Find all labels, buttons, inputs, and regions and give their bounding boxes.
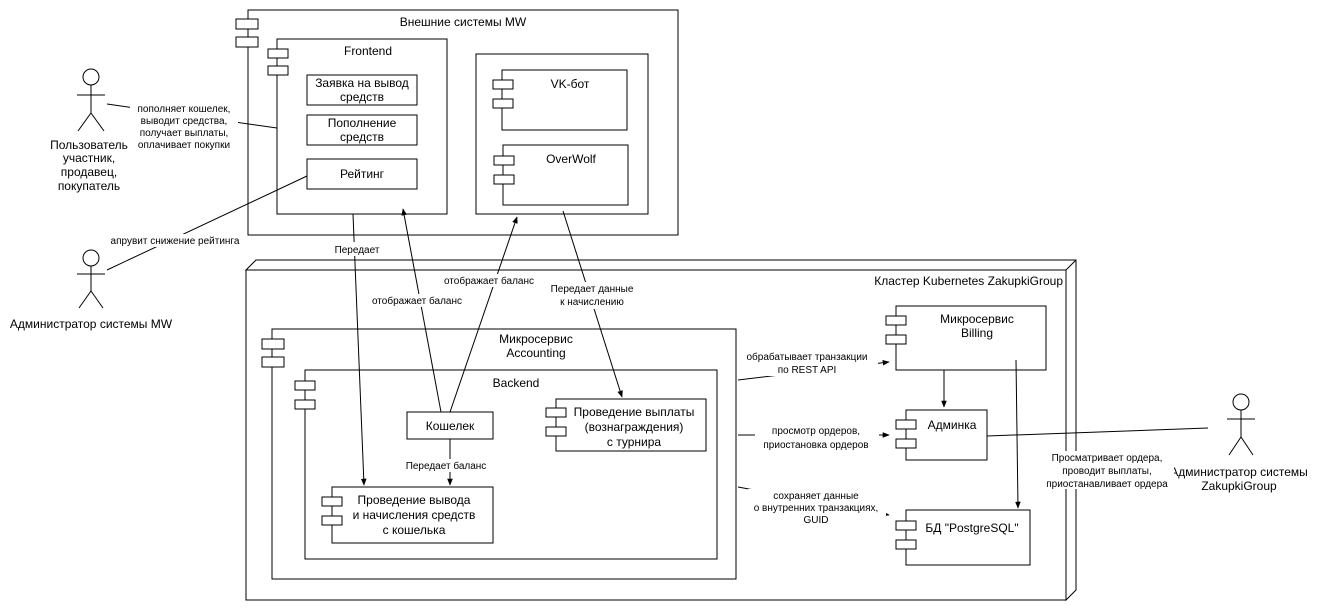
withdrawal-line-2: и начисления средств: [353, 508, 476, 522]
actor-user-line-3: продавец,: [61, 165, 117, 179]
db-note-line-3: GUID: [804, 515, 829, 526]
actor-admin-zg-line-1: Администратор системы: [1170, 465, 1308, 479]
withdraw-request-line-2: средств: [340, 90, 384, 104]
transfers-accrual-line-1: Передает данные: [551, 284, 634, 295]
orders-note-line-1: просмотр ордеров,: [772, 426, 860, 437]
actor-user-line-1: Пользователь: [50, 138, 128, 152]
admin-mw-note: апрувит снижение рейтинга: [111, 236, 240, 247]
rating-label: Рейтинг: [340, 167, 385, 181]
withdrawal-line-1: Проведение вывода: [358, 493, 471, 507]
actor-user: Пользователь участник, продавец, покупат…: [50, 68, 128, 193]
topup-box: Пополнение средств: [306, 114, 418, 146]
wallet-label: Кошелек: [426, 419, 475, 433]
shows-balance-label-2: отображает баланс: [444, 275, 534, 287]
cluster-title: Кластер Kubernetes ZakupkiGroup: [874, 274, 1063, 288]
edge-labels: пополняет кошелек, выводит средства, пол…: [104, 102, 1174, 527]
topup-line-2: средств: [340, 130, 384, 144]
payout-line-1: Проведение выплаты: [574, 405, 695, 419]
db-label: БД "PostgreSQL": [925, 521, 1018, 535]
transfers-label: Передает: [335, 245, 380, 256]
transfers-accrual-line-2: к начислению: [560, 297, 624, 308]
frontend-title: Frontend: [344, 44, 392, 58]
orders-note-line-2: приостановка ордеров: [763, 440, 868, 451]
db-note-line-2: о внутренних транзакциях,: [754, 503, 879, 514]
user-note-line-2: выводит средства,: [141, 116, 228, 127]
actor-admin-zg: Администратор системы ZakupkiGroup: [1170, 393, 1308, 493]
transfers-balance-label: Передает баланс: [406, 460, 487, 472]
payout-component: Проведение выплаты (вознаграждения) с ту…: [545, 398, 707, 452]
billing-line-2: Billing: [961, 326, 993, 340]
backend-title: Backend: [493, 376, 540, 390]
actor-admin-mw-label: Администратор системы MW: [10, 317, 173, 331]
overwolf-label: OverWolf: [546, 152, 596, 166]
wallet-box: Кошелек: [406, 411, 494, 440]
billing-note-line-1: обрабатывает транзакции: [746, 351, 867, 363]
db-note-line-1: сохраняет данные: [773, 491, 859, 502]
user-note-line-1: пополняет кошелек,: [138, 104, 231, 115]
billing-microservice: Микросервис Billing: [885, 305, 1047, 371]
user-note-line-3: получает выплаты,: [140, 128, 229, 139]
vk-bot-component: VK-бот: [492, 69, 628, 131]
payout-line-2: (вознаграждения): [585, 420, 684, 434]
actor-admin-zg-line-2: ZakupkiGroup: [1201, 479, 1277, 493]
actor-user-line-2: участник,: [63, 151, 115, 165]
db-component: БД "PostgreSQL": [895, 509, 1031, 566]
external-systems-title: Внешние системы MW: [400, 15, 527, 29]
admin-panel-component: Админка: [895, 409, 988, 461]
billing-note-line-2: по REST API: [778, 365, 837, 376]
accounting-line-1: Микросервис: [499, 332, 573, 346]
withdraw-request-box: Заявка на вывод средств: [306, 74, 418, 106]
topup-line-1: Пополнение: [328, 116, 397, 130]
actor-admin-mw: Администратор системы MW: [10, 249, 173, 331]
admin-zg-note-line-2: проводит выплаты,: [1062, 466, 1152, 477]
withdraw-request-line-1: Заявка на вывод: [315, 76, 409, 90]
accounting-line-2: Accounting: [506, 346, 565, 360]
overwolf-component: OverWolf: [493, 144, 629, 206]
actor-user-line-4: покупатель: [58, 179, 120, 193]
rating-box: Рейтинг: [306, 158, 418, 190]
withdrawal-line-3: с кошелька: [383, 523, 446, 537]
payout-line-3: с турнира: [607, 435, 662, 449]
admin-zg-note-line-3: приостанавливает ордера: [1046, 479, 1168, 490]
withdrawal-component: Проведение вывода и начисления средств с…: [321, 486, 494, 544]
admin-panel-label: Админка: [928, 418, 977, 432]
billing-line-1: Микросервис: [940, 312, 1014, 326]
admin-zg-note-line-1: Просматривает ордера,: [1052, 453, 1163, 464]
shows-balance-label-1: отображает баланс: [372, 295, 462, 307]
user-note-line-4: оплачивает покупки: [138, 140, 230, 151]
vk-bot-label: VK-бот: [551, 77, 590, 91]
